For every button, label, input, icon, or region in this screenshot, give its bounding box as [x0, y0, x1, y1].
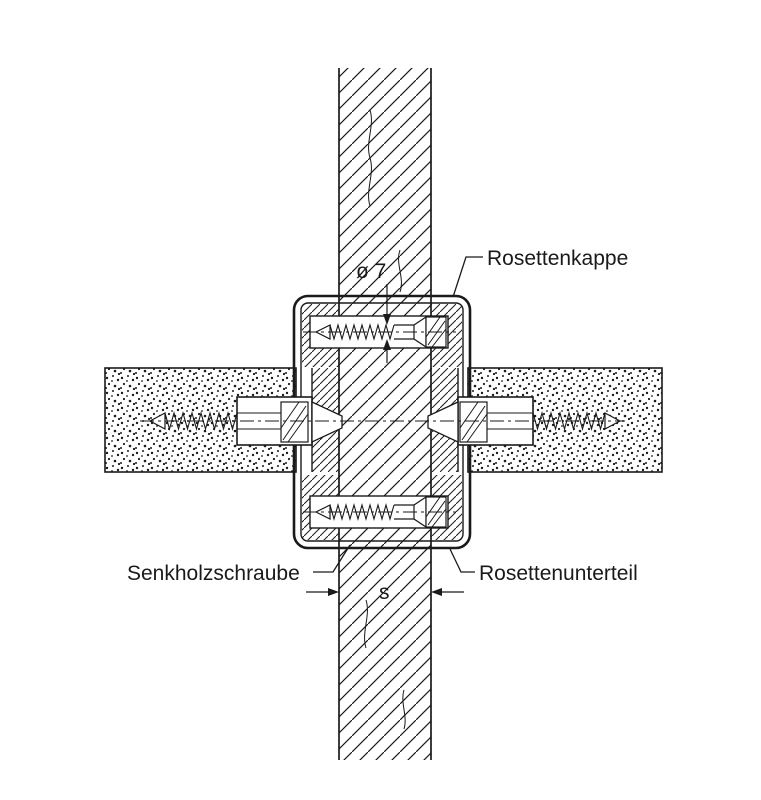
- rosettenkappe-label: Rosettenkappe: [487, 247, 628, 270]
- left-screw-countersink: [311, 400, 343, 444]
- right-screw-tip: [604, 412, 622, 430]
- dimension-s: s: [306, 581, 464, 604]
- rosettenkappe-leader: [452, 256, 483, 298]
- wood-grain-marks: [364, 109, 406, 730]
- bottom-screw-threads: [329, 502, 395, 522]
- centerlines: [140, 331, 625, 513]
- senkholzschraube-leader: [313, 544, 351, 573]
- right-screw-countersink: [427, 400, 459, 444]
- right-screw-threads: [532, 410, 606, 432]
- top-screw: [314, 315, 447, 349]
- left-screw-threads: [164, 410, 238, 432]
- rosettenunterteil-label: Rosettenunterteil: [479, 562, 638, 585]
- senkholzschraube-label: Senkholzschraube: [127, 562, 300, 585]
- leader-lines: [313, 256, 483, 573]
- rosettenunterteil-leader: [449, 548, 475, 573]
- diameter-dimension-label: ø 7: [356, 260, 386, 283]
- vertical-member: [338, 68, 432, 760]
- s-dimension-label: s: [379, 581, 390, 604]
- dimension-diameter: ø 7: [356, 260, 391, 363]
- top-screw-threads: [329, 322, 395, 342]
